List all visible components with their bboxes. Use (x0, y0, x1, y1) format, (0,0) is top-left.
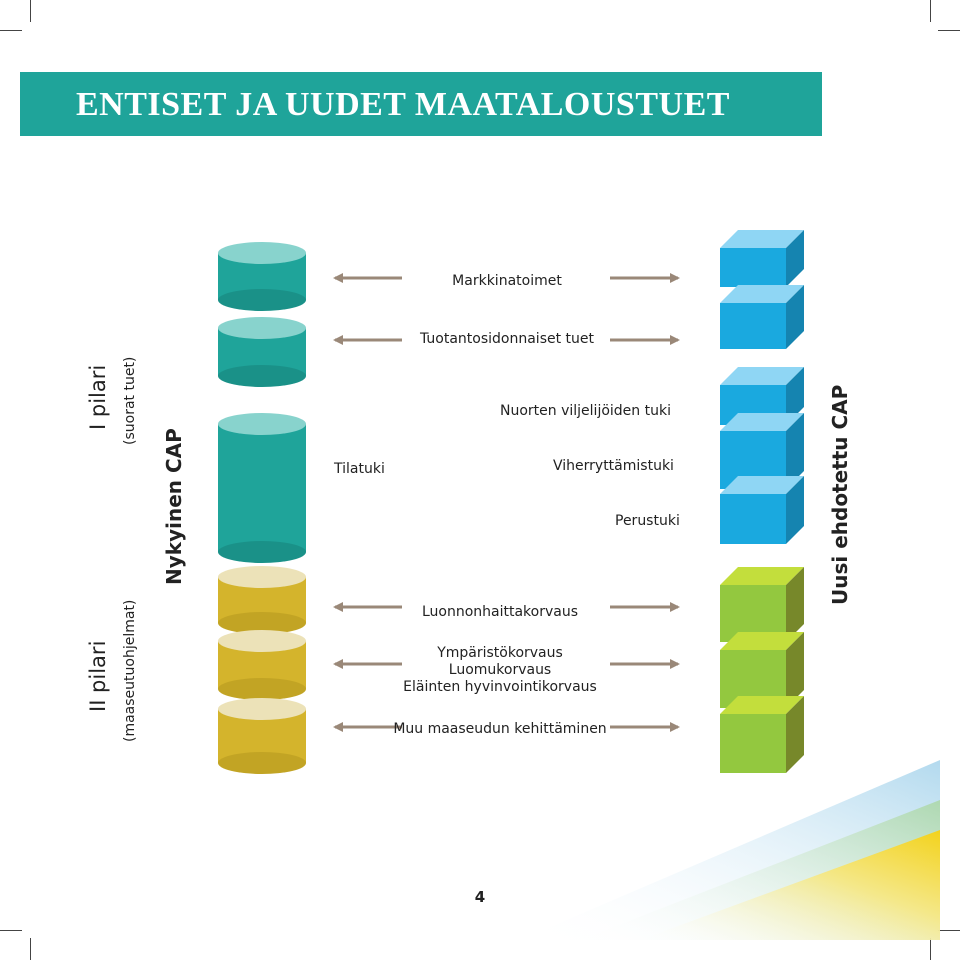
label-pillar-2: II pilari (86, 640, 110, 712)
cylinder-muu-kehittaminen (218, 698, 306, 774)
cube-tuotantosidonnaiset (720, 285, 804, 349)
cube-muu-kehittaminen (720, 696, 804, 773)
label-current-cap: Nykyinen CAP (162, 428, 186, 585)
page-title: ENTISET JA UUDET MAATALOUSTUET (76, 86, 730, 123)
crop-mark (938, 930, 960, 931)
crop-mark (30, 938, 31, 960)
cylinder-luonnonhaitta (218, 566, 306, 634)
cylinder-tilatuki (218, 413, 306, 563)
cube-perustuki (720, 476, 804, 544)
label-tuotantosidonnaiset: Tuotantosidonnaiset tuet (419, 331, 595, 347)
crop-mark (30, 0, 31, 22)
cube-markkinatoimet (720, 230, 804, 287)
label-muu-kehittaminen: Muu maaseudun kehittäminen (393, 721, 607, 737)
arrows (333, 273, 680, 732)
label-pillar-1: I pilari (86, 364, 110, 430)
label-ymparisto: Ympäristökorvaus (437, 645, 563, 661)
crop-mark (930, 0, 931, 22)
title-banner (20, 72, 822, 136)
label-tilatuki: Tilatuki (334, 461, 385, 477)
page-number: 4 (474, 888, 486, 906)
crop-mark (930, 938, 931, 960)
cylinder-markkinatoimet (218, 242, 306, 311)
label-viherryttaminen: Viherryttämistuki (553, 458, 674, 474)
label-markkinatoimet: Markkinatoimet (452, 273, 562, 289)
label-elainten: Eläinten hyvinvointikorvaus (403, 679, 597, 695)
label-pillar-1-sub: (suorat tuet) (122, 356, 138, 445)
label-nuorten: Nuorten viljelijöiden tuki (500, 403, 671, 419)
label-pillar-2-sub: (maaseutuohjelmat) (122, 599, 138, 742)
label-proposed-cap: Uusi ehdotettu CAP (828, 384, 852, 605)
crop-mark (0, 30, 22, 31)
crop-mark (0, 930, 22, 931)
label-luonnonhaitta: Luonnonhaittakorvaus (421, 604, 579, 620)
cylinder-tuotantosidonnaiset (218, 317, 306, 387)
crop-mark (938, 30, 960, 31)
cylinder-ymparisto (218, 630, 306, 700)
cube-luonnonhaitta (720, 567, 804, 642)
label-perustuki: Perustuki (615, 513, 680, 529)
label-luomu: Luomukorvaus (448, 662, 552, 678)
